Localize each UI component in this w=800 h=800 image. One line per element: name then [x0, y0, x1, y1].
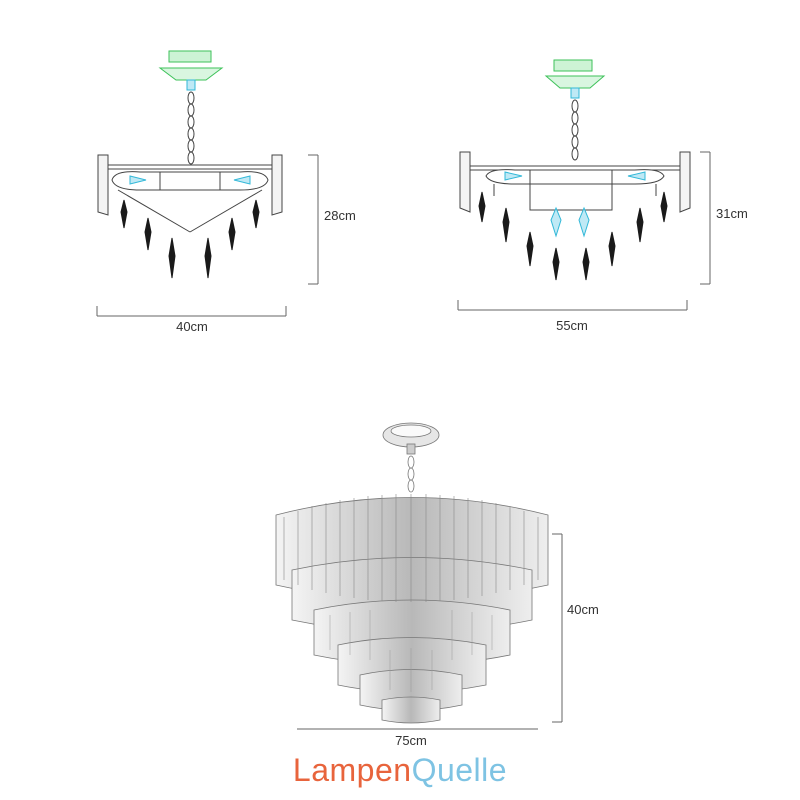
small-height-label: 28cm: [324, 208, 356, 223]
small-height-dimension: [308, 154, 319, 285]
small-width-label: 40cm: [176, 319, 208, 334]
medium-frame-top-bar: [465, 165, 685, 171]
small-width-dimension: [96, 306, 287, 317]
large-crystal-tiers: [275, 497, 549, 724]
medium-canopy: [544, 75, 606, 89]
large-lower-prisms: [329, 610, 493, 692]
brand-logo: LampenQuelle: [0, 752, 800, 789]
small-canopy: [158, 67, 224, 81]
large-height-label: 40cm: [567, 602, 599, 617]
medium-height-label: 31cm: [716, 206, 748, 221]
large-chandelier-photo: [275, 422, 549, 724]
medium-crystal-drops: [478, 191, 668, 281]
small-chain: [187, 91, 195, 165]
small-canopy-mount-icon: [168, 50, 212, 63]
small-frame-body: [111, 171, 269, 191]
brand-part-1: Lampen: [292, 752, 412, 788]
medium-width-label: 55cm: [556, 318, 588, 333]
large-width-label: 75cm: [395, 733, 427, 748]
medium-canopy-mount-icon: [553, 59, 593, 72]
small-chandelier-drawing: [97, 50, 283, 279]
small-frame-top-bar: [103, 164, 277, 170]
medium-chandelier-drawing: [459, 59, 691, 281]
large-height-dimension: [552, 533, 563, 723]
small-crystal-drops: [120, 199, 260, 279]
brand-part-2: Quelle: [411, 752, 508, 788]
large-chain: [407, 455, 415, 493]
medium-width-dimension: [457, 300, 688, 311]
medium-chain: [571, 99, 579, 161]
medium-height-dimension: [700, 151, 711, 285]
large-top-ring-prisms: [283, 494, 539, 602]
